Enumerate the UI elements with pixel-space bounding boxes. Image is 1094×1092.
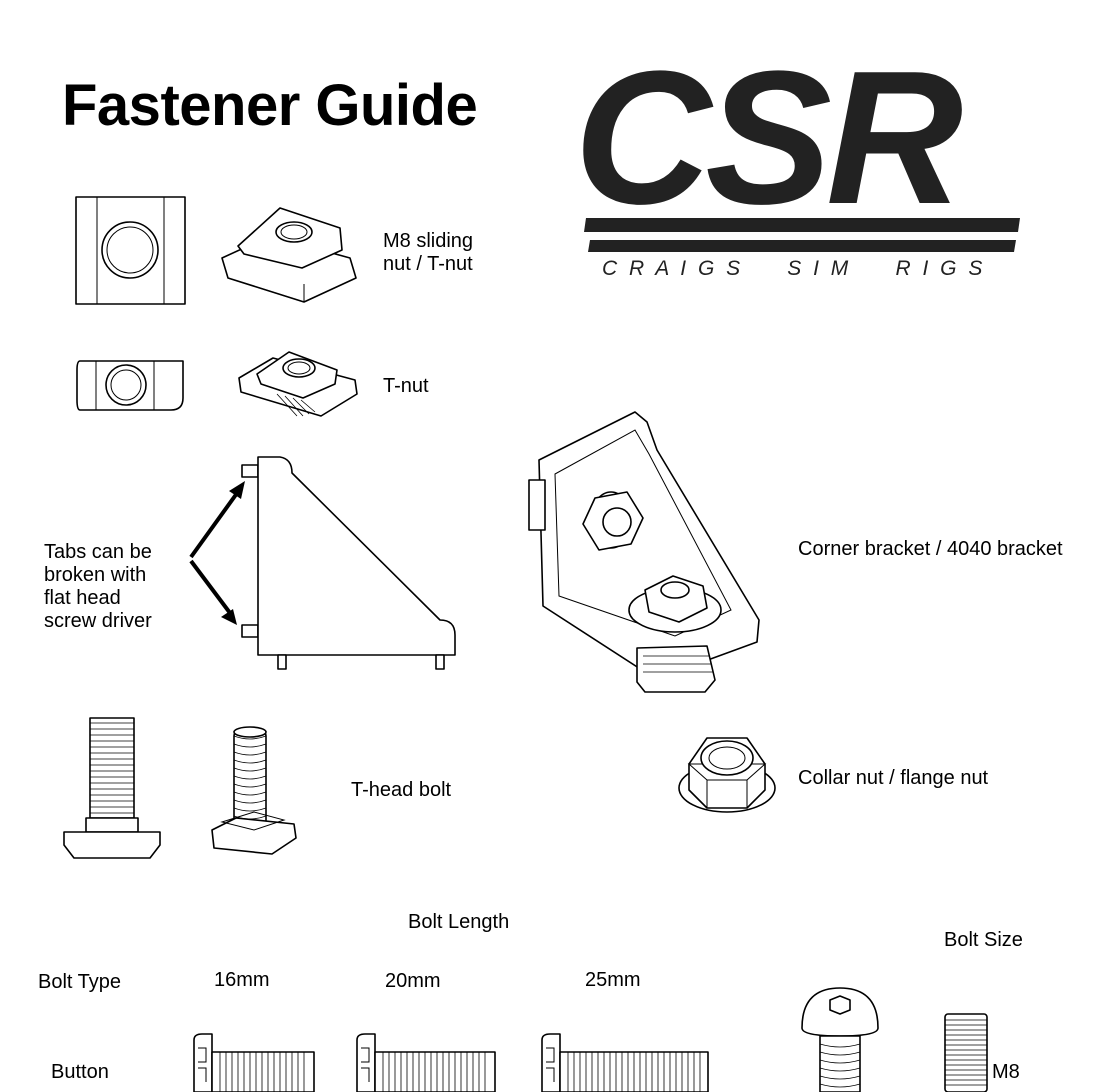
tabs-note-label: Tabs can be broken with flat head screw … [44, 541, 152, 632]
sliding-nut-iso-view [221, 207, 357, 303]
button-bolt-16mm [193, 1033, 315, 1092]
bracket-side-view [241, 456, 456, 670]
button-bolt-25mm [541, 1033, 709, 1092]
bolt-size-header: Bolt Size [944, 929, 1023, 951]
t-nut-iso-view [238, 351, 358, 417]
t-nut-label: T-nut [383, 375, 429, 397]
sliding-nut-front-view [75, 196, 186, 305]
csr-logo: CSR C R A I G S S I M R I G S [574, 32, 1032, 285]
length-25mm-header: 25mm [585, 969, 641, 991]
corner-bracket-label: Corner bracket / 4040 bracket [798, 538, 1063, 560]
t-nut-side-view [76, 360, 184, 411]
m8-thread-sample [944, 1013, 988, 1092]
length-20mm-header: 20mm [385, 970, 441, 992]
logo-tagline: C R A I G S S I M R I G S [602, 257, 986, 280]
button-bolt-20mm [356, 1033, 496, 1092]
collar-nut-view [678, 737, 776, 813]
tab-arrows [189, 481, 245, 625]
collar-nut-label: Collar nut / flange nut [798, 767, 989, 789]
bolt-size-m8-label: M8 [992, 1061, 1020, 1083]
sliding-nut-label: M8 sliding nut / T-nut [383, 230, 474, 275]
t-head-bolt-iso-view [211, 726, 297, 855]
t-head-bolt-label: T-head bolt [351, 779, 452, 801]
corner-bracket-iso-view [528, 411, 760, 693]
csr-logo-graphic: CSR [574, 32, 1020, 252]
page-title: Fastener Guide [62, 73, 478, 138]
length-16mm-header: 16mm [214, 969, 270, 991]
t-head-bolt-side-view [63, 717, 161, 859]
button-bolt-iso-view [801, 987, 879, 1092]
bolt-type-button-label: Button [51, 1061, 109, 1083]
bolt-length-header: Bolt Length [408, 911, 510, 933]
svg-text:CSR: CSR [582, 55, 962, 244]
bolt-type-header: Bolt Type [38, 971, 122, 993]
